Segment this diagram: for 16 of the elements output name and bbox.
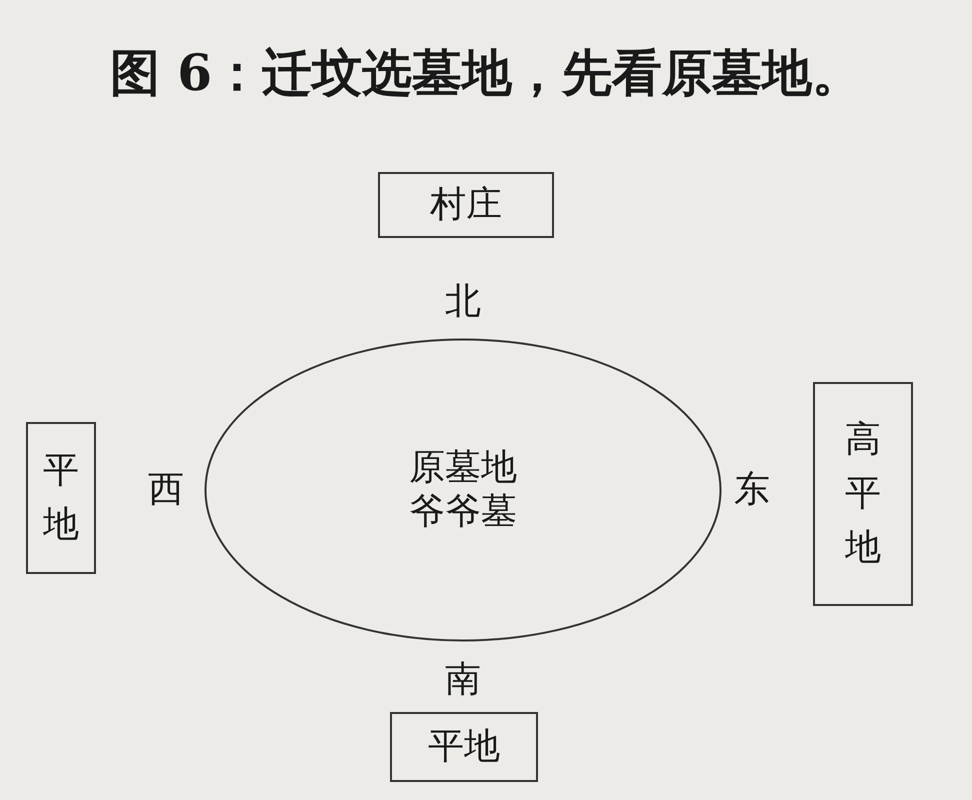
label-box bbox=[378, 172, 554, 238]
ellipse-text: 原墓地 bbox=[409, 446, 517, 490]
label-box bbox=[813, 382, 913, 606]
box-label: 高平地 bbox=[844, 418, 882, 570]
direction-label: 南 bbox=[445, 660, 481, 700]
label-box bbox=[390, 712, 538, 782]
direction-label: 西 bbox=[148, 470, 184, 510]
box-label: 村庄 bbox=[430, 183, 502, 227]
direction-label: 北 bbox=[445, 282, 481, 322]
direction-label: 东 bbox=[734, 470, 770, 510]
ellipse-text: 爷爷墓 bbox=[409, 490, 517, 534]
title: 图 6：迁坟选墓地，先看原墓地。 bbox=[108, 42, 864, 104]
ellipse bbox=[204, 338, 722, 642]
box-label: 平地 bbox=[428, 725, 500, 769]
label-box bbox=[26, 422, 96, 574]
box-label: 平地 bbox=[42, 449, 80, 547]
